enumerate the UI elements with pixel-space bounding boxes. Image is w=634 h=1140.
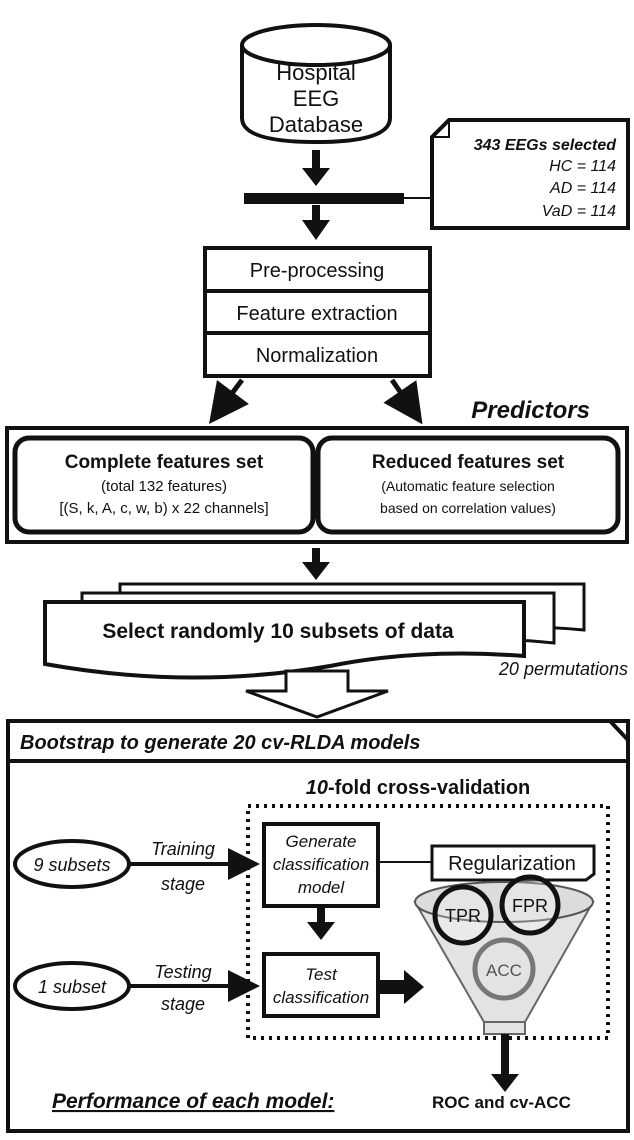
permutations-label: 20 permutations — [498, 659, 628, 679]
train-subsets-label: 9 subsets — [33, 855, 110, 875]
cv-fold-label: -fold cross-validation — [328, 777, 530, 799]
fpr-circle — [499, 874, 561, 936]
selection-note — [430, 118, 630, 230]
arrow-predictors-to-subsets — [302, 548, 330, 580]
complete-features-line1: (total 132 features) — [101, 478, 227, 495]
test-classification-line1: Test — [305, 965, 338, 984]
subsets-document-stack — [43, 582, 586, 680]
bootstrap-header — [6, 719, 630, 763]
acc-label: ACC — [486, 961, 522, 980]
generate-model-line3: model — [298, 878, 346, 897]
step-preprocessing: Pre-processing — [250, 260, 385, 282]
regularization-box — [430, 844, 596, 882]
selection-hc: HC = 114 — [549, 158, 616, 175]
test-subset-ellipse — [13, 961, 131, 1011]
test-classification-line2: classification — [273, 988, 369, 1007]
database-label-line2: EEG — [293, 86, 339, 111]
selection-title: 343 EEGs selected — [474, 137, 618, 154]
selection-ad: AD = 114 — [549, 180, 616, 197]
arrow-db-to-bar — [302, 150, 330, 186]
arrow-test-to-funnel — [380, 970, 424, 1004]
reduced-features-line2: based on correlation values) — [380, 500, 556, 516]
test-subset-label: 1 subset — [38, 977, 107, 997]
arrow-to-reduced — [383, 378, 423, 425]
tpr-circle — [432, 884, 494, 946]
selection-vad: VaD = 114 — [542, 203, 616, 220]
reduced-features-line1: (Automatic feature selection — [381, 478, 555, 494]
training-stage-line1: Training — [151, 839, 215, 859]
arrow-funnel-to-performance — [491, 1034, 519, 1092]
step-feature-extraction: Feature extraction — [236, 303, 397, 325]
arrow-generate-to-test — [307, 908, 335, 940]
predictors-label: Predictors — [471, 397, 590, 424]
generate-model-box — [262, 822, 380, 908]
arrow-to-complete — [209, 378, 249, 424]
complete-features-title: Complete features set — [65, 452, 264, 473]
test-classification-box — [262, 952, 380, 1018]
reduced-features-box — [315, 435, 621, 535]
database-label-line1: Hospital — [276, 60, 355, 85]
complete-features-line2: [(S, k, A, c, w, b) x 22 channels] — [59, 500, 268, 517]
train-subsets-ellipse — [13, 839, 131, 889]
training-stage-line2: stage — [161, 874, 205, 894]
step-normalization: Normalization — [256, 345, 378, 367]
tpr-label: TPR — [445, 906, 481, 926]
acc-circle — [472, 937, 536, 1001]
regularization-label: Regularization — [448, 853, 576, 875]
performance-result: ROC and cv-ACC — [432, 1093, 571, 1112]
database-cylinder — [240, 23, 392, 145]
fpr-label: FPR — [512, 896, 548, 916]
hollow-arrow-down — [245, 669, 389, 719]
generate-model-line2: classification — [273, 855, 369, 874]
cv-fold-count: 10 — [306, 777, 328, 799]
pipeline-box — [203, 246, 432, 378]
testing-stage-line2: stage — [161, 994, 205, 1014]
bootstrap-title: Bootstrap to generate 20 cv-RLDA models — [20, 732, 420, 754]
cv-title: 10-fold cross-validation — [306, 777, 531, 799]
arrow-bar-to-pipeline — [302, 205, 330, 240]
testing-stage-line1: Testing — [154, 962, 211, 982]
selection-bar — [244, 193, 404, 204]
subsets-label: Select randomly 10 subsets of data — [102, 620, 454, 643]
performance-label: Performance of each model: — [52, 1090, 334, 1113]
database-label-line3: Database — [269, 112, 363, 137]
reduced-features-title: Reduced features set — [372, 452, 565, 473]
generate-model-line1: Generate — [286, 832, 357, 851]
complete-features-box — [12, 435, 316, 535]
